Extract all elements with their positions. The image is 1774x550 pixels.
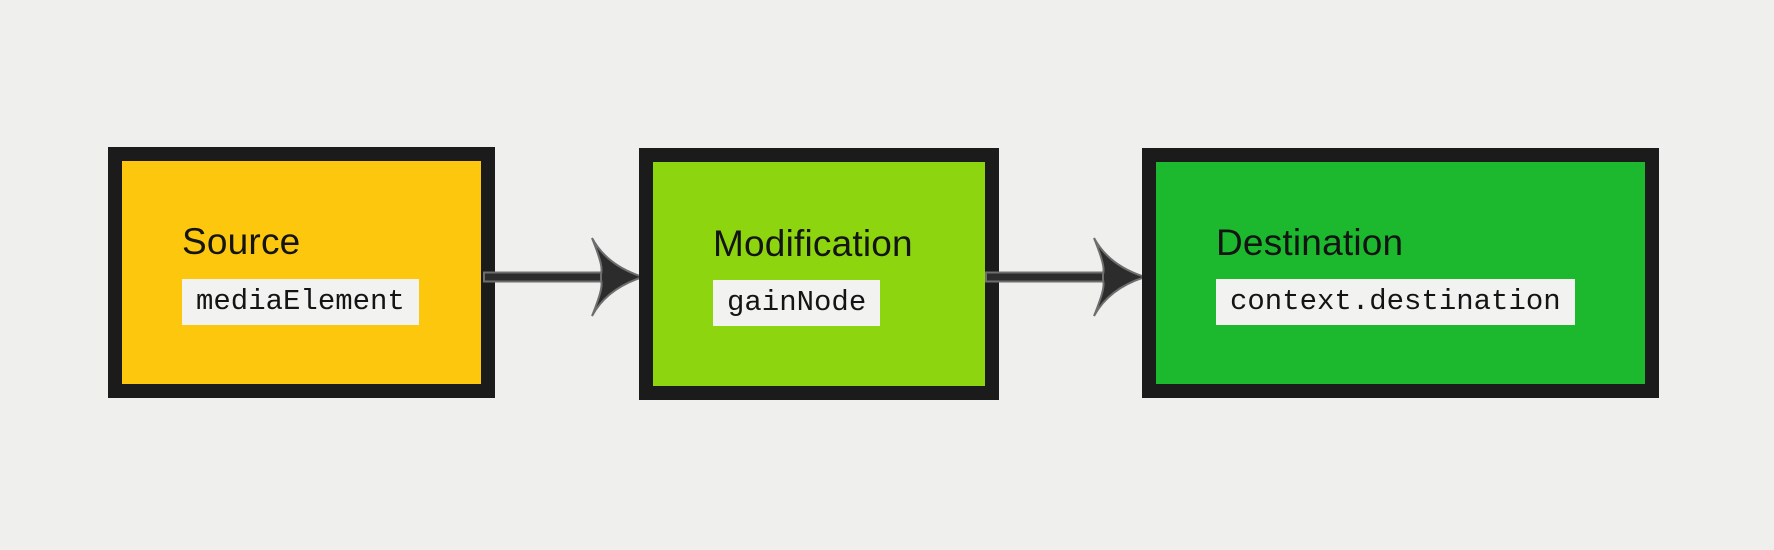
node-modification: Modification gainNode <box>639 148 999 400</box>
arrow-right-icon <box>483 237 646 317</box>
node-destination-code: context.destination <box>1216 279 1575 326</box>
node-modification-code: gainNode <box>713 280 881 327</box>
node-destination: Destination context.destination <box>1142 148 1659 398</box>
node-source: Source mediaElement <box>108 147 495 398</box>
node-destination-label: Destination <box>1216 221 1404 263</box>
node-source-code: mediaElement <box>182 278 419 325</box>
arrowhead-icon <box>1093 237 1148 317</box>
arrowhead-icon <box>591 237 646 317</box>
node-modification-label: Modification <box>713 222 913 264</box>
arrow-shaft <box>483 271 607 283</box>
node-source-label: Source <box>182 221 301 263</box>
arrow-right-icon <box>985 237 1148 317</box>
arrow-shaft <box>985 271 1109 283</box>
